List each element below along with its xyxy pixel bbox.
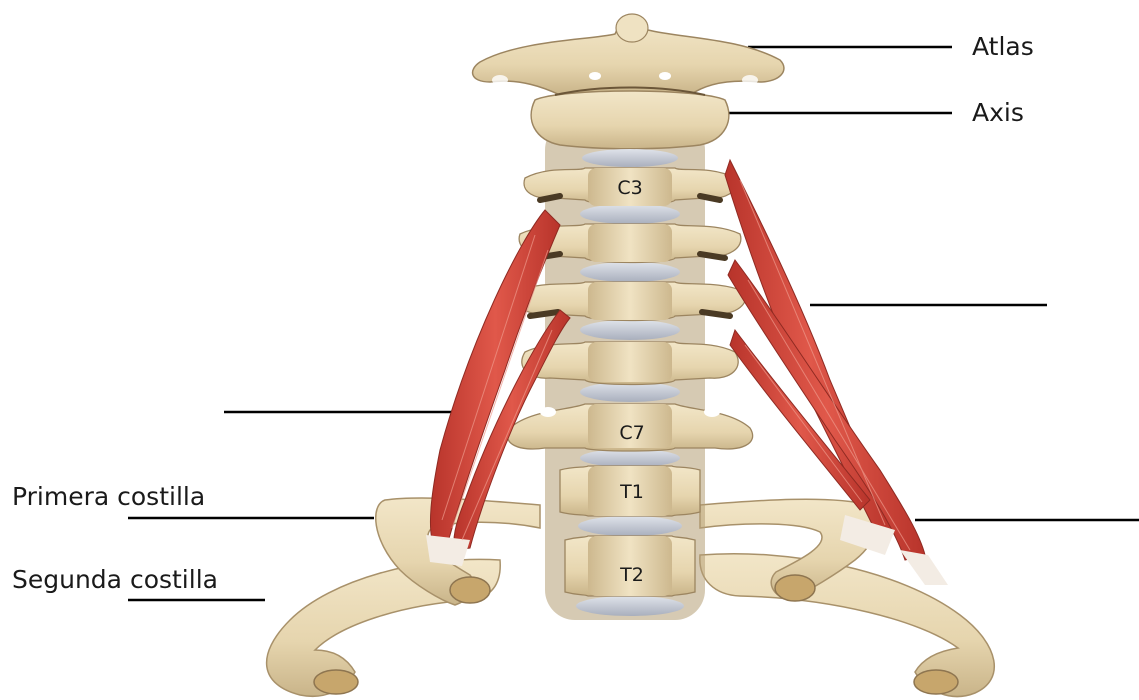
disc [582, 149, 678, 167]
axis-vertebra [531, 88, 729, 149]
c5-vertebra [514, 282, 746, 321]
atlas-vertebra [473, 14, 784, 95]
tendon-left [426, 535, 470, 566]
second-rib-right [700, 554, 994, 697]
vertebra-label-c7: C7 [619, 422, 644, 444]
vertebra-label-c3: C3 [617, 177, 642, 199]
vertebra-label-t1: T1 [619, 481, 644, 503]
disc [578, 516, 682, 536]
disc [580, 262, 680, 282]
label-second-rib: Segunda costilla [12, 567, 218, 592]
tendon-right-lower [900, 550, 948, 585]
disc [580, 449, 680, 467]
disc [576, 596, 684, 616]
disc [580, 204, 680, 224]
c6-vertebra [522, 342, 738, 385]
label-axis: Axis [972, 100, 1024, 125]
label-atlas: Atlas [972, 34, 1034, 59]
vertebra-label-t2: T2 [619, 564, 644, 586]
disc [580, 320, 680, 340]
label-first-rib: Primera costilla [12, 484, 205, 509]
